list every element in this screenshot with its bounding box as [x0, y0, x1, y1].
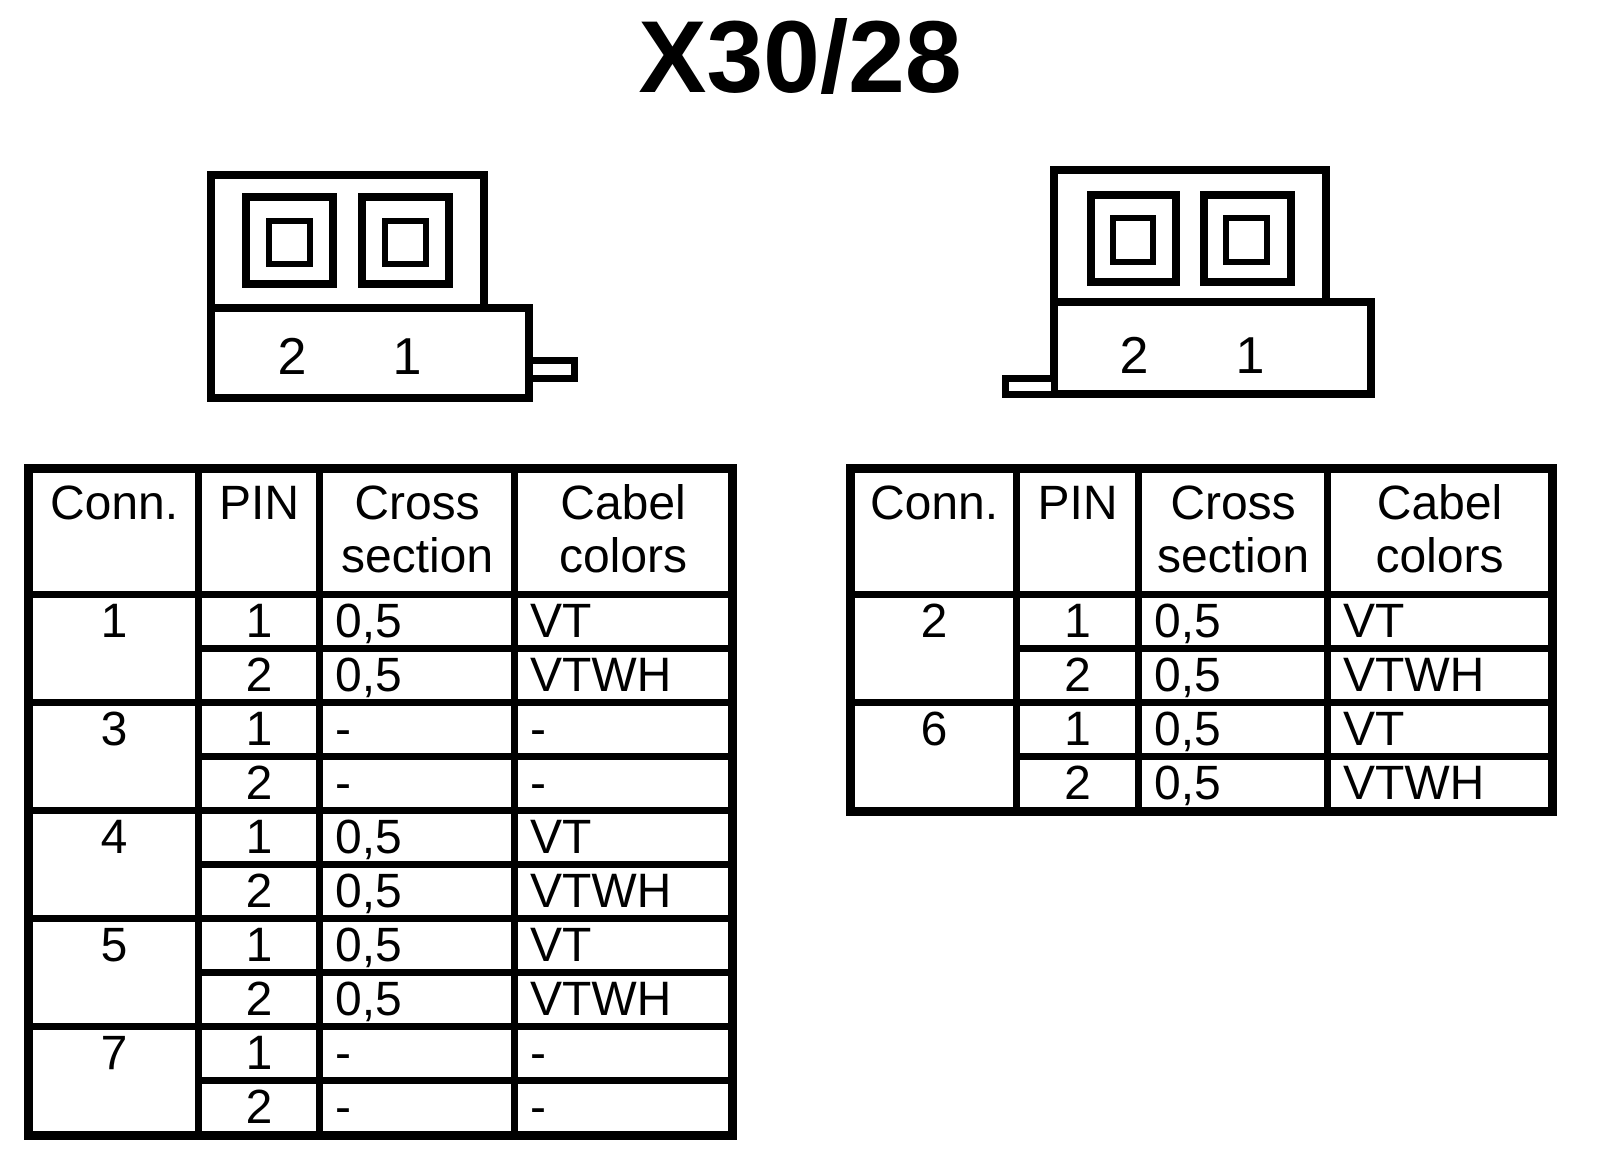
cable-color-cell: VTWH: [511, 969, 736, 1030]
column-header-cable-colors: Cabel colors: [1324, 465, 1556, 598]
pin-cell: 1: [195, 591, 323, 652]
conn-cell: 7: [25, 1023, 202, 1139]
column-header-pin: PIN: [195, 465, 323, 598]
cavity-inner-square: [1110, 215, 1156, 265]
table-row: 5 1 0,5 VT: [25, 915, 736, 1030]
cross-section-cell: 0,5: [316, 645, 518, 706]
pin-cell: 1: [195, 807, 323, 868]
connector-base: [207, 304, 533, 402]
right-pin-table: Conn. PIN Cross section Cabel colors 2 1…: [846, 464, 1557, 816]
cable-color-cell: VTWH: [1324, 645, 1556, 706]
cross-section-cell: -: [316, 753, 518, 814]
pin-cell: 2: [1013, 753, 1142, 815]
table-row: 7 1 - -: [25, 1023, 736, 1139]
cross-section-cell: -: [316, 699, 518, 760]
cable-color-cell: VTWH: [1324, 753, 1556, 815]
pin-number-label: 2: [1119, 327, 1149, 385]
cable-color-cell: VT: [1324, 591, 1556, 652]
header-row: Conn. PIN Cross section Cabel colors: [847, 465, 1556, 598]
pin-cell: 2: [195, 645, 323, 706]
pin-cell: 2: [195, 861, 323, 922]
cable-color-cell: VTWH: [511, 861, 736, 922]
cable-color-cell: VT: [1324, 699, 1556, 760]
cross-section-cell: 0,5: [1135, 591, 1331, 652]
cross-section-cell: 0,5: [316, 969, 518, 1030]
cross-section-cell: 0,5: [1135, 699, 1331, 760]
cable-color-cell: -: [511, 753, 736, 814]
pin-cell: 1: [195, 1023, 323, 1084]
column-header-conn: Conn.: [25, 465, 202, 598]
cross-section-cell: -: [316, 1077, 518, 1139]
table-row: 1 1 0,5 VT: [25, 591, 736, 706]
page-title: X30/28: [638, 0, 962, 114]
pin-number-label: 1: [1235, 327, 1265, 385]
cable-color-cell: VT: [511, 591, 736, 652]
table-row: 2 - -: [29, 753, 736, 814]
cable-color-cell: -: [511, 1023, 736, 1084]
table-row: 3 1 - -: [25, 699, 736, 814]
pin-cell: 1: [1013, 591, 1142, 652]
left-pin-table: Conn. PIN Cross section Cabel colors 1 1…: [24, 464, 737, 1140]
cable-color-cell: VTWH: [511, 645, 736, 706]
cavity-inner-square: [382, 218, 429, 267]
cross-section-cell: -: [316, 1023, 518, 1084]
cable-color-cell: VT: [511, 807, 736, 868]
pin-cell: 2: [1013, 645, 1142, 706]
table-row: 2 0,5 VTWH: [29, 861, 736, 922]
pin-cell: 1: [195, 699, 323, 760]
mount-tab: [1002, 375, 1058, 398]
table-row: 2 0,5 VTWH: [29, 645, 736, 706]
mount-tab: [526, 357, 578, 382]
table-row: 2 1 0,5 VT: [847, 591, 1556, 706]
table-row: 2 - -: [29, 1077, 736, 1139]
pin-cell: 2: [195, 753, 323, 814]
cable-color-cell: VT: [511, 915, 736, 976]
cross-section-cell: 0,5: [316, 861, 518, 922]
column-header-conn: Conn.: [847, 465, 1020, 598]
column-header-cable-colors: Cabel colors: [511, 465, 736, 598]
table-row: 2 0,5 VTWH: [851, 645, 1556, 706]
cross-section-cell: 0,5: [316, 915, 518, 976]
pin-cell: 1: [195, 915, 323, 976]
table-row: 2 0,5 VTWH: [851, 753, 1556, 815]
conn-cell: 4: [25, 807, 202, 922]
conn-cell: 5: [25, 915, 202, 1030]
cross-section-cell: 0,5: [1135, 645, 1331, 706]
pin-number-label: 2: [277, 328, 307, 386]
pin-cell: 2: [195, 969, 323, 1030]
cross-section-cell: 0,5: [1135, 753, 1331, 815]
pin-cell: 1: [1013, 699, 1142, 760]
conn-cell: 2: [847, 591, 1020, 706]
table-row: 6 1 0,5 VT: [847, 699, 1556, 815]
cable-color-cell: -: [511, 1077, 736, 1139]
column-header-cross-section: Cross section: [1135, 465, 1331, 598]
cross-section-cell: 0,5: [316, 591, 518, 652]
cavity-inner-square: [1223, 215, 1270, 265]
column-header-pin: PIN: [1013, 465, 1142, 598]
conn-cell: 1: [25, 591, 202, 706]
connector-base: [1050, 298, 1375, 398]
table-row: 2 0,5 VTWH: [29, 969, 736, 1030]
pin-cell: 2: [195, 1077, 323, 1139]
table-row: 4 1 0,5 VT: [25, 807, 736, 922]
cavity-inner-square: [266, 218, 313, 267]
conn-cell: 3: [25, 699, 202, 814]
column-header-cross-section: Cross section: [316, 465, 518, 598]
cross-section-cell: 0,5: [316, 807, 518, 868]
conn-cell: 6: [847, 699, 1020, 815]
header-row: Conn. PIN Cross section Cabel colors: [25, 465, 736, 598]
cable-color-cell: -: [511, 699, 736, 760]
pin-number-label: 1: [392, 328, 422, 386]
